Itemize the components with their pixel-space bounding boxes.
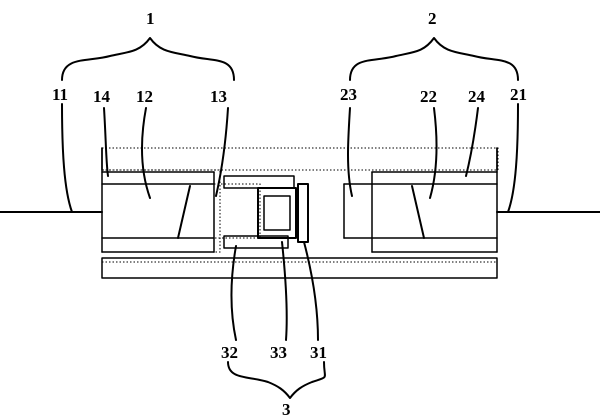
top-cover-plate: [101, 147, 499, 171]
leader-21: [507, 103, 519, 213]
leader-23: [347, 107, 353, 197]
connector-upper-bracket: [223, 175, 295, 189]
label-part-22: 22: [420, 87, 437, 106]
brace-group-2: [349, 37, 519, 81]
label-group-1: 1: [146, 9, 155, 28]
leader-33: [281, 241, 288, 341]
connector-inner-33: [263, 195, 291, 231]
label-part-31: 31: [310, 343, 327, 362]
label-part-21: 21: [510, 85, 527, 104]
label-part-33: 33: [270, 343, 287, 362]
left-module-body: [101, 169, 221, 253]
label-part-23: 23: [340, 85, 357, 104]
leader-32: [230, 245, 237, 341]
label-part-13: 13: [210, 87, 227, 106]
label-part-12: 12: [136, 87, 153, 106]
leader-14: [103, 107, 109, 177]
label-group-2: 2: [428, 9, 437, 28]
connector-lower-bracket: [223, 235, 289, 249]
connector-pin-31: [297, 183, 309, 243]
right-block-23: [343, 183, 373, 239]
label-part-11: 11: [52, 85, 68, 104]
leader-11: [61, 103, 73, 213]
leader-22: [429, 107, 438, 199]
left-block-13: [213, 183, 261, 239]
label-group-3: 3: [282, 400, 291, 419]
connector-frame-33: [257, 187, 297, 239]
left-module-slant: [177, 185, 191, 239]
brace-group-3: [227, 361, 326, 399]
bottom-base-plate: [101, 257, 498, 279]
leader-13: [215, 107, 229, 197]
leader-31: [303, 241, 319, 341]
right-module-slant: [411, 185, 425, 239]
label-part-32: 32: [221, 343, 238, 362]
brace-group-1: [61, 37, 235, 81]
label-part-14: 14: [93, 87, 111, 106]
label-part-24: 24: [468, 87, 486, 106]
leader-24: [465, 107, 479, 177]
leader-12: [140, 107, 151, 199]
